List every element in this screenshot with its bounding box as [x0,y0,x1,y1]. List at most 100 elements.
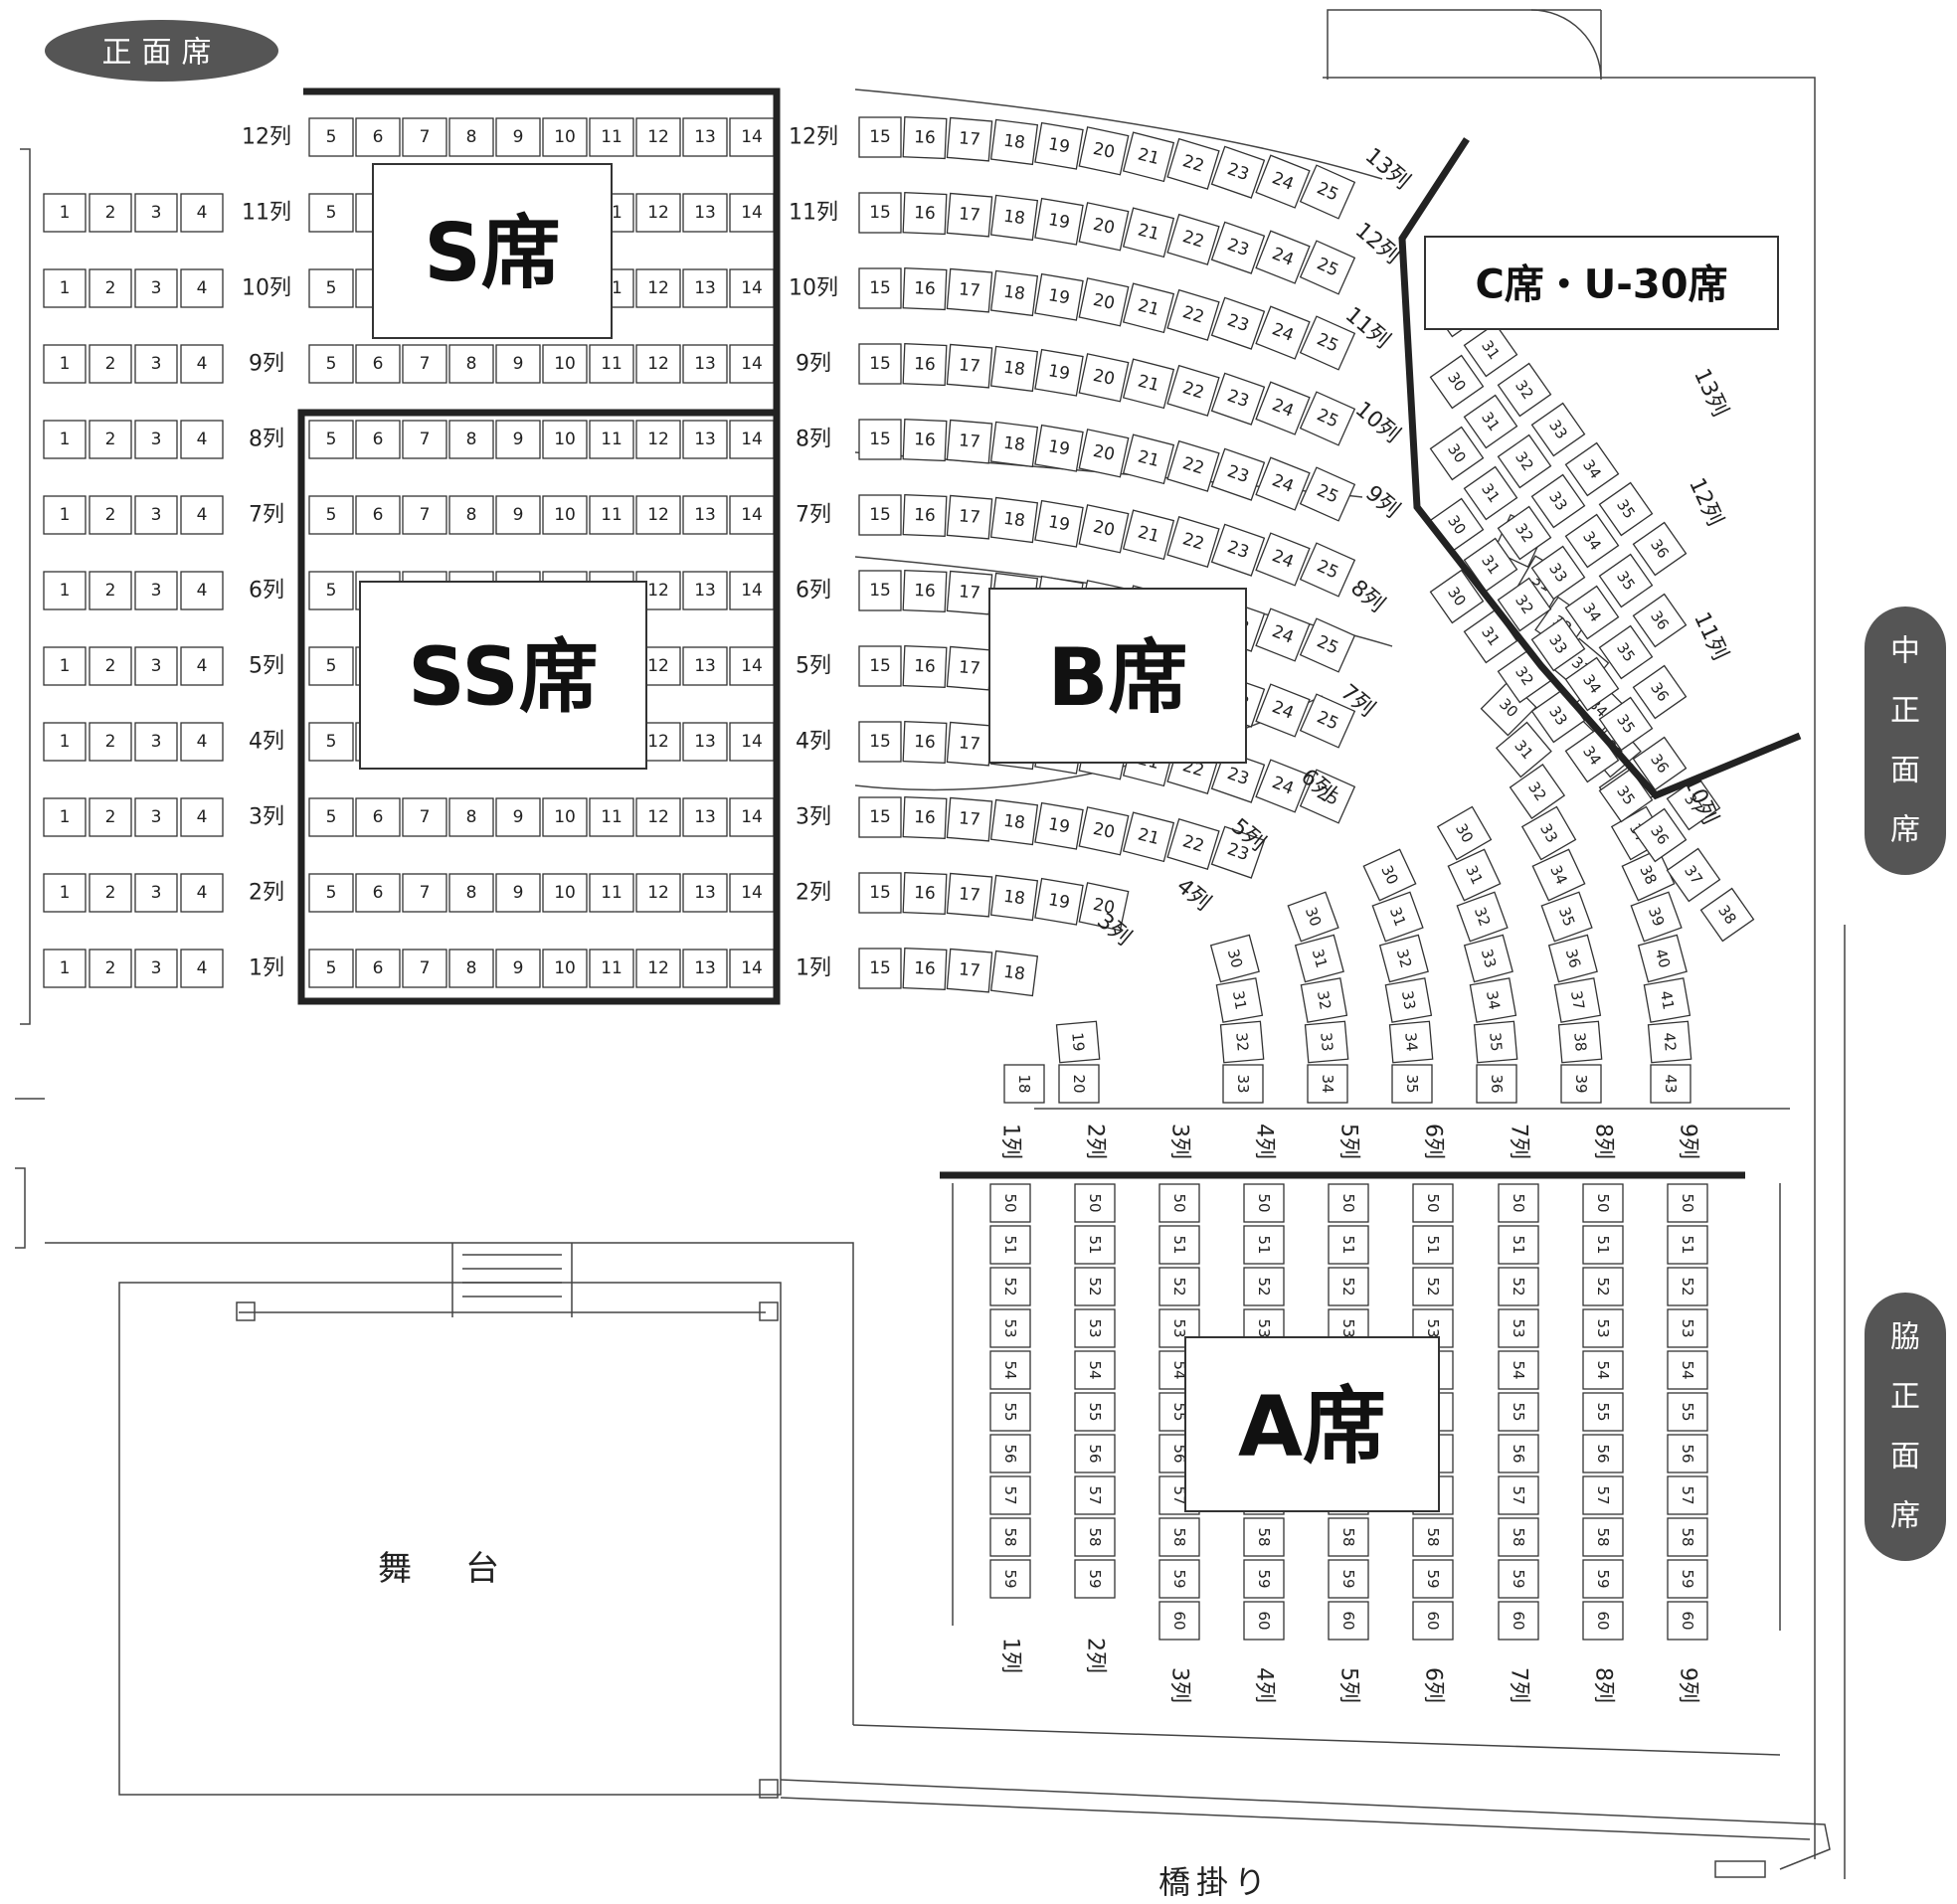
seat-side[interactable]: 38 [1557,1020,1603,1064]
seat-front-center[interactable]: 14 [729,873,775,913]
seat-curve[interactable]: 24 [1255,607,1311,662]
seat-front-left[interactable]: 2 [89,571,132,610]
seat-side[interactable]: 30 [1209,934,1260,983]
seat-front-left[interactable]: 3 [134,344,178,384]
seat-a-zone[interactable]: 54 [1667,1350,1708,1390]
seat-c-zone[interactable]: 34 [1564,441,1620,497]
seat-side[interactable]: 30 [1436,805,1493,861]
seat-curve[interactable]: 24 [1255,305,1311,360]
seat-curve[interactable]: 16 [902,871,948,916]
seat-curve[interactable]: 25 [1299,391,1356,446]
seat-curve[interactable]: 19 [1034,348,1084,397]
seat-front-center[interactable]: 5 [308,949,354,988]
seat-a-zone[interactable]: 56 [1498,1434,1539,1473]
seat-a-zone[interactable]: 57 [1498,1475,1539,1515]
seat-curve[interactable]: 20 [1078,277,1130,327]
seat-curve[interactable]: 16 [902,569,948,613]
seat-a-zone[interactable]: 51 [989,1225,1031,1265]
seat-curve[interactable]: 20 [1078,429,1130,478]
seat-a-zone[interactable]: 59 [1158,1559,1200,1599]
seat-curve[interactable]: 20 [1078,126,1130,176]
seat-side[interactable]: 33 [1384,977,1433,1023]
seat-front-center[interactable]: 14 [729,495,775,535]
seat-front-center[interactable]: 14 [729,646,775,686]
seat-c-zone[interactable]: 31 [1463,322,1518,378]
seat-c-zone[interactable]: 34 [1564,656,1620,712]
seat-a-zone[interactable]: 53 [1498,1308,1539,1348]
seat-curve[interactable]: 15 [858,872,902,914]
seat-curve[interactable]: 17 [946,721,993,767]
seat-c-zone[interactable]: 35 [1598,768,1654,823]
seat-a-zone[interactable]: 59 [1074,1559,1116,1599]
seat-a-zone[interactable]: 54 [1582,1350,1624,1390]
seat-front-left[interactable]: 3 [134,193,178,233]
seat-c-zone[interactable]: 32 [1497,362,1552,418]
seat-a-zone[interactable]: 58 [1667,1517,1708,1557]
seat-front-center[interactable]: 6 [355,797,401,837]
seat-side[interactable]: 31 [1371,891,1424,943]
seat-front-center[interactable]: 8 [448,873,494,913]
seat-curve[interactable]: 22 [1166,364,1220,417]
seat-a-zone[interactable]: 51 [1667,1225,1708,1265]
seat-c-zone[interactable]: 32 [1497,577,1552,632]
seat-c-zone[interactable]: 37 [1666,776,1721,831]
seat-c-zone[interactable]: 30 [1429,497,1485,553]
seat-curve[interactable]: 15 [858,721,902,763]
seat-curve[interactable]: 21 [1122,282,1175,334]
seat-front-center[interactable]: 5 [308,495,354,535]
seat-a-zone[interactable]: 59 [1412,1559,1454,1599]
seat-side[interactable]: 34 [1531,848,1586,902]
seat-curve[interactable]: 25 [1299,542,1356,598]
seat-side[interactable]: 41 [1643,977,1691,1023]
seat-front-center[interactable]: 13 [682,873,728,913]
seat-side[interactable]: 20 [1058,1064,1100,1104]
seat-front-center[interactable]: 10 [542,797,588,837]
seat-a-zone[interactable]: 53 [1074,1308,1116,1348]
seat-front-left[interactable]: 3 [134,949,178,988]
seat-curve[interactable]: 19 [1034,801,1084,850]
seat-a-zone[interactable]: 56 [1074,1434,1116,1473]
seat-c-zone[interactable]: 33 [1530,473,1586,529]
seat-curve[interactable]: 23 [1210,145,1266,199]
seat-curve[interactable]: 19 [1034,272,1084,321]
seat-a-zone[interactable]: 50 [1412,1183,1454,1223]
seat-curve[interactable]: 17 [946,343,993,389]
seat-a-zone[interactable]: 53 [1667,1308,1708,1348]
seat-front-center[interactable]: 13 [682,420,728,459]
seat-front-left[interactable]: 1 [43,571,87,610]
seat-curve[interactable]: 24 [1255,532,1311,587]
seat-c-zone[interactable]: 36 [1632,664,1688,720]
seat-front-center[interactable]: 5 [308,344,354,384]
seat-side[interactable]: 34 [1307,1064,1348,1104]
seat-side[interactable]: 30 [1362,848,1417,902]
seat-front-center[interactable]: 13 [682,797,728,837]
seat-c-zone[interactable]: 35 [1598,696,1654,752]
seat-front-left[interactable]: 2 [89,268,132,308]
seat-curve[interactable]: 24 [1255,683,1311,738]
seat-c-zone[interactable]: 31 [1463,465,1518,521]
seat-c-zone[interactable]: 34 [1564,585,1620,640]
seat-curve[interactable]: 17 [946,192,993,238]
seat-curve[interactable]: 23 [1210,447,1266,501]
seat-c-zone[interactable]: 33 [1530,688,1586,744]
seat-front-center[interactable]: 13 [682,193,728,233]
seat-side[interactable]: 34 [1388,1020,1434,1064]
seat-curve[interactable]: 19 [1034,499,1084,548]
seat-front-center[interactable]: 9 [495,420,541,459]
seat-c-zone[interactable]: 30 [1429,354,1485,410]
seat-front-left[interactable]: 3 [134,268,178,308]
seat-front-center[interactable]: 8 [448,949,494,988]
seat-side[interactable]: 18 [1003,1064,1045,1104]
seat-curve[interactable]: 20 [1078,504,1130,554]
seat-front-left[interactable]: 2 [89,722,132,762]
seat-side[interactable]: 32 [1219,1020,1265,1064]
seat-curve[interactable]: 24 [1255,154,1311,209]
seat-curve[interactable]: 18 [989,269,1039,317]
seat-curve[interactable]: 24 [1255,759,1311,813]
seat-a-zone[interactable]: 57 [989,1475,1031,1515]
seat-c-zone[interactable]: 34 [1564,513,1620,569]
seat-front-left[interactable]: 2 [89,193,132,233]
seat-curve[interactable]: 23 [1210,523,1266,577]
seat-front-center[interactable]: 11 [589,420,634,459]
seat-curve[interactable]: 16 [902,493,948,538]
